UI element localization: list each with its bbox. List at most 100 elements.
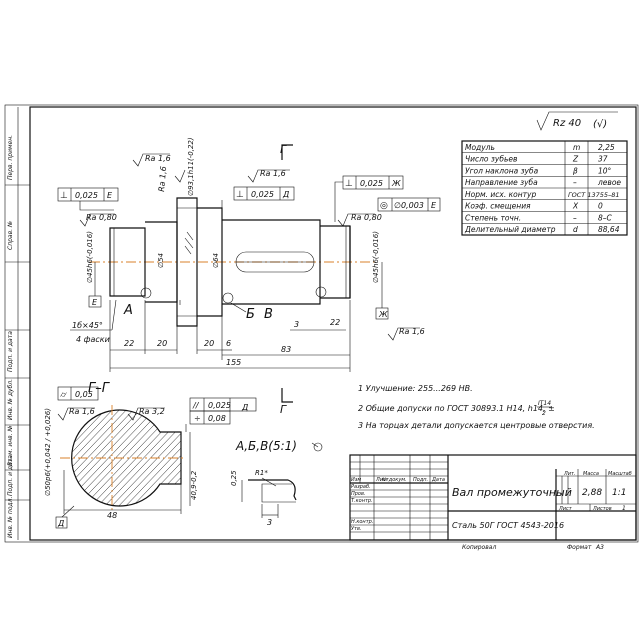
svg-text:Ra 1,6: Ra 1,6: [260, 169, 286, 178]
svg-text:0,05: 0,05: [75, 390, 93, 399]
svg-text:IT14: IT14: [538, 400, 551, 407]
gear-param-value: 8–C: [598, 213, 613, 222]
svg-text:0,025: 0,025: [360, 179, 383, 188]
svg-text:0,025: 0,025: [208, 401, 231, 410]
gear-param-value: левое: [597, 178, 621, 187]
svg-text:Ra 1,6: Ra 1,6: [157, 166, 168, 192]
gear-param-symbol: ГОСТ 13755–81: [568, 191, 620, 199]
svg-text:Д: Д: [282, 190, 289, 199]
svg-text:Н.контр.: Н.контр.: [351, 519, 373, 525]
svg-text:1: 1: [622, 505, 626, 512]
stamp-label: Справ. №: [7, 221, 14, 250]
section-mark-top: Г: [280, 143, 293, 160]
svg-text:0,25: 0,25: [230, 470, 238, 486]
svg-text:1:1: 1:1: [612, 488, 626, 498]
section-view: Г–Г ⌭ 0,05 Д ∅50p6(+0,042 / +0,026) 40,9…: [44, 381, 257, 529]
svg-text:Ra 0,80: Ra 0,80: [351, 213, 382, 222]
dim-d93: ∅93,1h11(-0,22): [187, 137, 195, 196]
drawing-title: Вал промежуточный: [452, 486, 572, 499]
svg-text:48: 48: [107, 511, 117, 520]
side-stamp: Перв. примен. Справ. № Подп. и дата Инв.…: [5, 107, 30, 540]
tolerance-frame-mid: ⊥ 0,025 Д: [233, 186, 295, 201]
svg-text:Ra 1,6: Ra 1,6: [69, 407, 95, 416]
svg-text:Копировал: Копировал: [462, 544, 496, 551]
gear-param-value: 37: [598, 155, 608, 164]
technical-requirements: 1 Улучшение: 255...269 HB. 2 Общие допус…: [358, 384, 595, 430]
gear-param-name: Направление зуба: [465, 178, 538, 187]
gear-param-name: Коэф. смещения: [465, 202, 531, 211]
svg-text:Масса: Масса: [583, 471, 599, 477]
svg-text:÷: ÷: [194, 414, 201, 423]
detail-b-label: Б: [246, 307, 255, 322]
svg-text:А,Б,В(5:1): А,Б,В(5:1): [235, 439, 297, 453]
svg-text:Г: Г: [280, 143, 287, 156]
svg-text:Ra 0,80: Ra 0,80: [86, 213, 117, 222]
svg-text:Е: Е: [431, 201, 437, 210]
svg-text:Листов: Листов: [592, 506, 612, 512]
svg-text:(√): (√): [593, 119, 607, 130]
svg-text:∅0,003: ∅0,003: [394, 201, 424, 210]
svg-text:Д: Д: [57, 519, 64, 528]
svg-text:Д: Д: [241, 403, 248, 412]
svg-text:0,08: 0,08: [208, 414, 226, 423]
detail-v-label: В: [264, 307, 273, 322]
svg-text:155: 155: [226, 358, 241, 367]
svg-text:0,025: 0,025: [251, 190, 274, 199]
outer-sheet-border: [4, 104, 639, 543]
title-block: Лист Изм № докум. Подп. Дата Разраб. Про…: [349, 454, 637, 541]
gear-param-symbol: Z: [572, 155, 579, 164]
gear-param-value: 10°: [598, 166, 612, 175]
svg-text:22: 22: [124, 339, 134, 348]
svg-text:Г: Г: [280, 403, 287, 416]
tolerance-frame-left: ⊥ 0,025 Е: [57, 187, 119, 202]
svg-text:0,025: 0,025: [75, 191, 98, 200]
svg-text:2: 2: [542, 410, 546, 417]
general-roughness: Rz 40 (√): [536, 111, 618, 131]
gear-param-value: 0: [598, 202, 603, 211]
svg-text:Ж: Ж: [391, 179, 401, 188]
detail-a-label: А: [123, 303, 133, 318]
material-label: Сталь 50Г ГОСТ 4543-2016: [452, 521, 564, 530]
section-mark-bottom: Г: [280, 388, 293, 416]
roughness-marks: Ra 1,6 Ra 1,6 Ra 1,6 Ra 0,80 Ra 0,80 Ra …: [57, 153, 425, 421]
svg-text:А3: А3: [595, 544, 604, 551]
svg-text:⊥: ⊥: [60, 191, 68, 201]
svg-text:3: 3: [267, 518, 272, 527]
dimensions-main: 22 20 20 6 83 155 3 22: [109, 300, 351, 372]
gear-param-name: Число зубьев: [465, 155, 517, 164]
svg-text:22: 22: [330, 318, 340, 327]
dim-d-section: ∅50p6(+0,042 / +0,026): [44, 408, 52, 496]
svg-text:Масштаб: Масштаб: [608, 471, 632, 477]
svg-text:Лит.: Лит.: [563, 471, 576, 477]
svg-text:Ra 1,6: Ra 1,6: [145, 154, 171, 163]
stamp-label: Инв. № подл.: [7, 497, 14, 538]
stamp-label: Подп. и дата: [7, 331, 14, 372]
svg-text:Ж: Ж: [378, 310, 388, 319]
svg-text:Дата: Дата: [431, 477, 445, 483]
svg-text:Rz 40: Rz 40: [553, 118, 581, 129]
tolerance-frame-right: ⊥ 0,025 Ж: [342, 175, 404, 190]
dim-key-depth: 40,9-0,2: [190, 470, 198, 500]
stamp-label: Взам. инв. №: [7, 425, 14, 466]
gear-param-name: Степень точн.: [465, 213, 521, 222]
stamp-label: Перв. примен.: [7, 135, 14, 180]
stamp-label: Инв. № дубл.: [7, 379, 14, 420]
svg-text:1б×45°: 1б×45°: [72, 321, 103, 330]
svg-text:Утв.: Утв.: [351, 526, 362, 532]
datum-e: Е: [88, 262, 102, 308]
svg-text:◎: ◎: [380, 201, 388, 211]
svg-text:20: 20: [204, 339, 214, 348]
svg-text:Ra 1,6: Ra 1,6: [399, 327, 425, 336]
svg-text:Т.контр.: Т.контр.: [351, 498, 373, 504]
svg-text:Формат: Формат: [567, 544, 592, 551]
drawing-frame: [29, 106, 637, 541]
stamp-label: Подп. и дата: [7, 455, 14, 496]
svg-text:Е: Е: [92, 298, 98, 307]
gear-param-name: Норм. исх. контур: [465, 190, 536, 199]
gear-param-name: Делительный диаметр: [464, 225, 556, 234]
svg-text:⊥: ⊥: [345, 179, 353, 189]
svg-text:Ra 3,2: Ra 3,2: [139, 407, 165, 416]
